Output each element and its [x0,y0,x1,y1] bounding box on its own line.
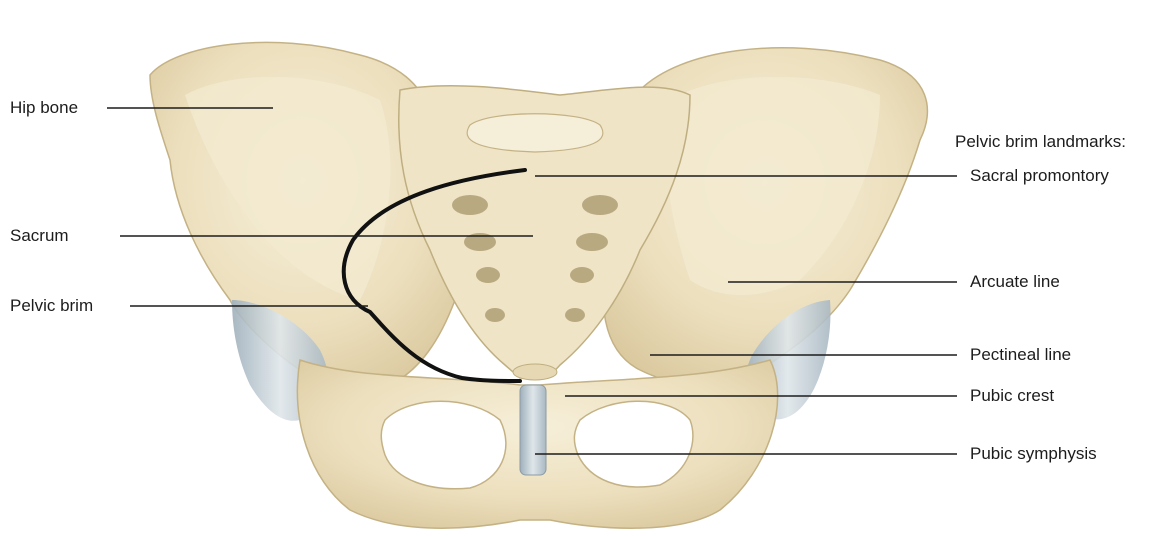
label-pelvic-brim: Pelvic brim [10,296,93,316]
label-pectineal-line: Pectineal line [970,345,1071,365]
label-arcuate-line: Arcuate line [970,272,1060,292]
label-landmarks-heading: Pelvic brim landmarks: [955,132,1126,152]
label-pubic-symphysis: Pubic symphysis [970,444,1097,464]
pubic-symphysis-cartilage [520,385,546,475]
label-sacral-promontory: Sacral promontory [970,166,1109,186]
label-sacrum: Sacrum [10,226,69,246]
sacral-base [467,114,603,152]
label-pubic-crest: Pubic crest [970,386,1054,406]
label-hip-bone: Hip bone [10,98,78,118]
coccyx [513,364,557,380]
